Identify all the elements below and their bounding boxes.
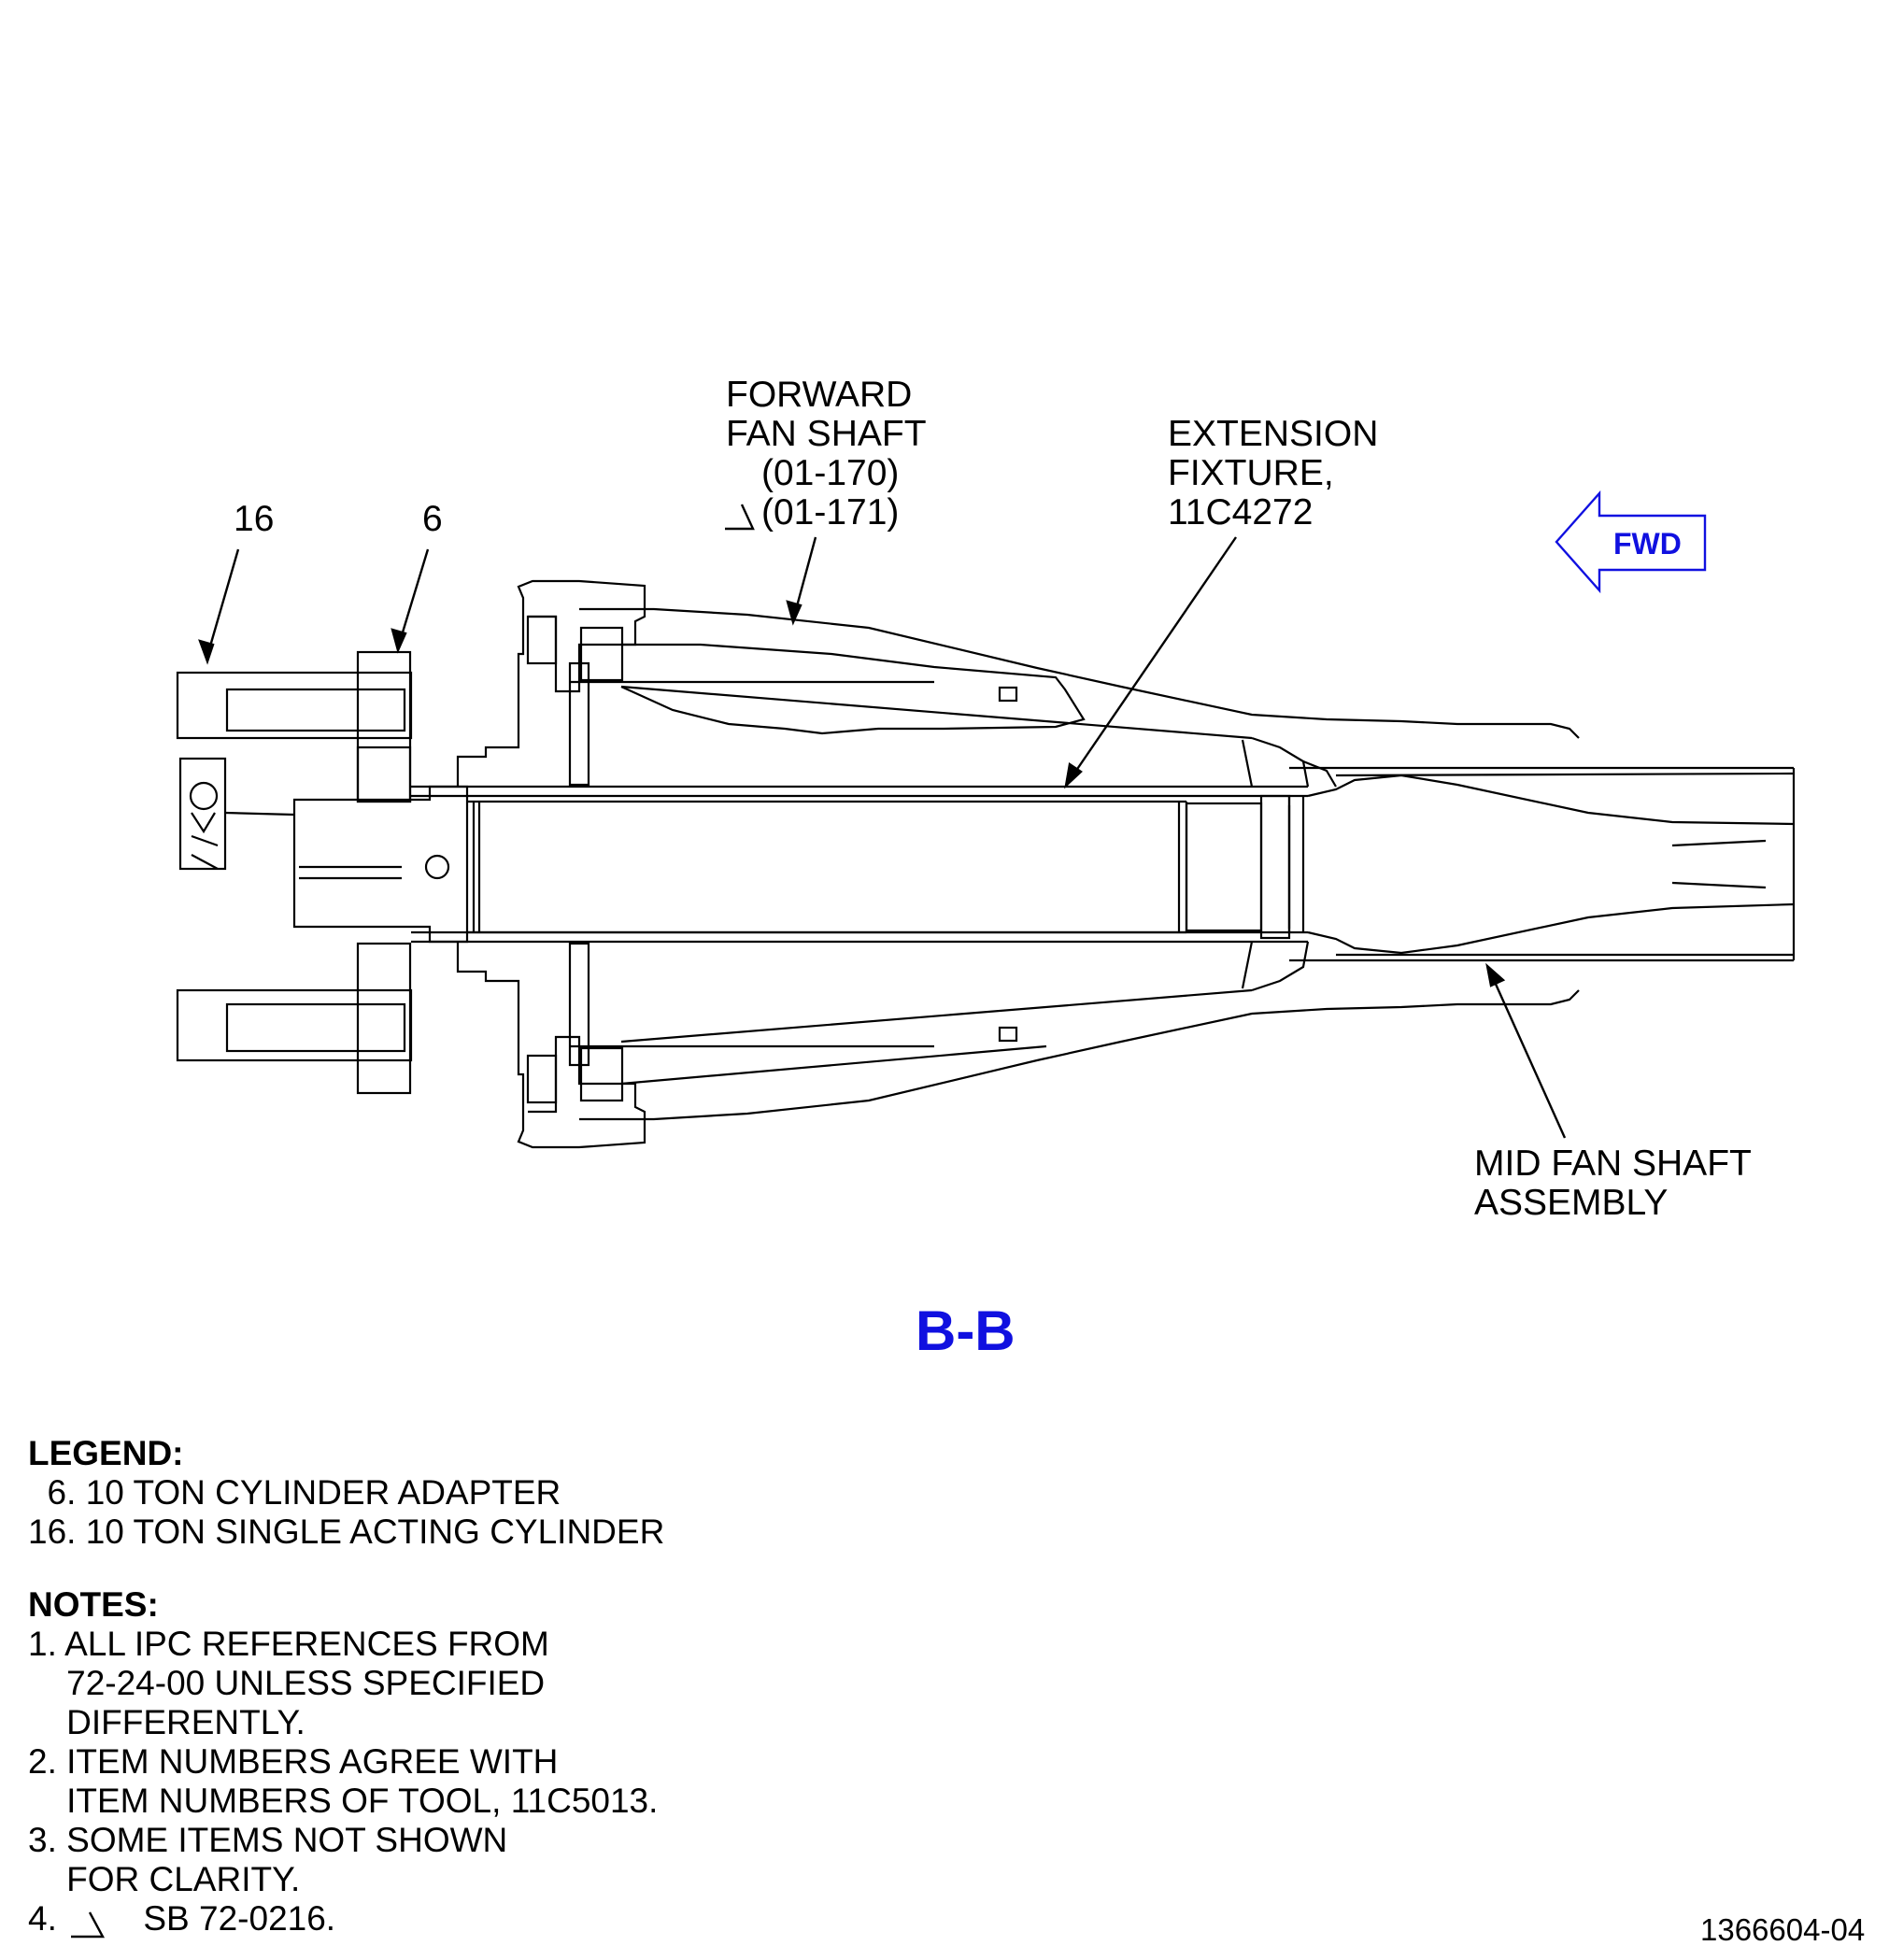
note-line: 4. SB 72-0216. bbox=[28, 1899, 336, 1938]
callout-line: (01-171) bbox=[761, 492, 900, 533]
adapter-body bbox=[292, 785, 469, 944]
figure-number: 1366604-04 bbox=[1700, 1912, 1866, 1947]
callout-line: (01-170) bbox=[761, 453, 900, 493]
callout-line: 11C4272 bbox=[1168, 492, 1314, 533]
leader-lines bbox=[71, 504, 1567, 1939]
note-line: ITEM NUMBERS OF TOOL, 11C5013. bbox=[28, 1782, 659, 1820]
callout-line: FIXTURE, bbox=[1168, 453, 1334, 493]
mid-fan-shaft bbox=[1287, 768, 1796, 960]
note-line: 1. ALL IPC REFERENCES FROM bbox=[28, 1625, 549, 1663]
note-line: FOR CLARITY. bbox=[28, 1860, 301, 1898]
flange-lower bbox=[456, 942, 934, 1149]
note-line: DIFFERENTLY. bbox=[28, 1703, 305, 1741]
callout-line: MID FAN SHAFT bbox=[1474, 1143, 1752, 1184]
valve-fitting bbox=[178, 757, 295, 871]
section-label: B-B bbox=[916, 1300, 1016, 1362]
note-line: 2. ITEM NUMBERS AGREE WITH bbox=[28, 1742, 559, 1781]
forward-fan-shaft-lower bbox=[579, 941, 1794, 1121]
cylinder-upper bbox=[176, 650, 413, 803]
notes-heading: NOTES: bbox=[28, 1585, 159, 1624]
note-line: 3. SOME ITEMS NOT SHOWN bbox=[28, 1821, 508, 1859]
note-line: 72-24-00 UNLESS SPECIFIED bbox=[28, 1664, 546, 1702]
legend-heading: LEGEND: bbox=[28, 1434, 184, 1472]
callout-line: EXTENSION bbox=[1168, 414, 1379, 454]
forward-fan-shaft-upper bbox=[579, 607, 1795, 788]
cylinder-lower bbox=[176, 942, 413, 1095]
fwd-arrow-icon: FWD bbox=[1555, 490, 1707, 594]
flange-upper bbox=[456, 579, 934, 787]
callout-line: ASSEMBLY bbox=[1474, 1183, 1669, 1223]
callout-item-16: 16 bbox=[234, 499, 275, 539]
legend-item: 16. 10 TON SINGLE ACTING CYLINDER bbox=[28, 1513, 665, 1551]
callout-line: FORWARD bbox=[726, 375, 913, 415]
callout-line: FAN SHAFT bbox=[726, 414, 927, 454]
legend-item: 6. 10 TON CYLINDER ADAPTER bbox=[28, 1473, 561, 1512]
fwd-label: FWD bbox=[1613, 527, 1682, 561]
callout-item-6: 6 bbox=[422, 499, 443, 539]
extension-fixture-body bbox=[411, 785, 1308, 944]
